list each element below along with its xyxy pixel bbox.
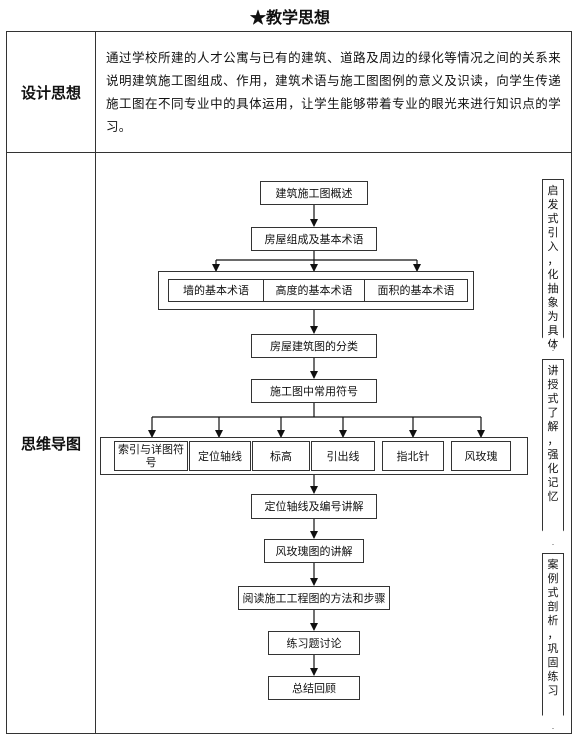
term-wall: 墙的基本术语 xyxy=(168,279,264,302)
step-exercise: 练习题讨论 xyxy=(268,631,360,655)
side-note-case: 案例式剖析，巩固练习 xyxy=(542,553,564,729)
mindmap-row: 思维导图 xyxy=(6,152,572,734)
step-axis-numbering: 定位轴线及编号讲解 xyxy=(251,494,377,519)
page-heading: ★教学思想 xyxy=(249,8,330,27)
mindmap-cell: 建筑施工图概述 房屋组成及基本术语 墙的基本术语 高度的基本术语 面积的基本术语… xyxy=(95,152,572,734)
design-text: 通过学校所建的人才公寓与已有的建筑、道路及周边的绿化等情况之间的关系来说明建筑施… xyxy=(106,50,561,134)
symbol-wind-rose: 风玫瑰 xyxy=(451,441,511,471)
step-summary: 总结回顾 xyxy=(268,676,360,700)
step-symbols: 施工图中常用符号 xyxy=(251,379,377,403)
side-note-lecture-text: 讲授式了解，强化记忆 xyxy=(547,364,559,503)
design-label: 设计思想 xyxy=(6,31,96,153)
step-reading-method: 阅读施工工程图的方法和步骤 xyxy=(238,586,390,610)
term-area: 面积的基本术语 xyxy=(364,279,468,302)
term-height: 高度的基本术语 xyxy=(263,279,365,302)
side-note-heuristic: 启发式引入，化抽象为具体 xyxy=(542,179,564,351)
step-wind-rose: 风玫瑰图的讲解 xyxy=(264,539,364,563)
teaching-idea-table: 设计思想 通过学校所建的人才公寓与已有的建筑、道路及周边的绿化等情况之间的关系来… xyxy=(6,31,572,734)
symbol-north-arrow: 指北针 xyxy=(382,441,444,471)
design-text-cell: 通过学校所建的人才公寓与已有的建筑、道路及周边的绿化等情况之间的关系来说明建筑施… xyxy=(95,31,572,153)
side-note-lecture: 讲授式了解，强化记忆 xyxy=(542,359,564,545)
step-composition-terms: 房屋组成及基本术语 xyxy=(251,227,377,251)
side-note-heuristic-text: 启发式引入，化抽象为具体 xyxy=(547,184,559,351)
mindmap-connectors xyxy=(148,205,485,676)
symbol-index: 索引与详图符号 xyxy=(114,441,188,471)
step-overview: 建筑施工图概述 xyxy=(260,181,368,205)
step-classification: 房屋建筑图的分类 xyxy=(251,334,377,358)
design-row: 设计思想 通过学校所建的人才公寓与已有的建筑、道路及周边的绿化等情况之间的关系来… xyxy=(6,31,572,153)
symbol-leader: 引出线 xyxy=(311,441,375,471)
mindmap-label: 思维导图 xyxy=(6,152,96,734)
side-note-case-text: 案例式剖析，巩固练习 xyxy=(547,558,559,697)
symbol-elevation: 标高 xyxy=(252,441,310,471)
symbol-axis: 定位轴线 xyxy=(189,441,251,471)
